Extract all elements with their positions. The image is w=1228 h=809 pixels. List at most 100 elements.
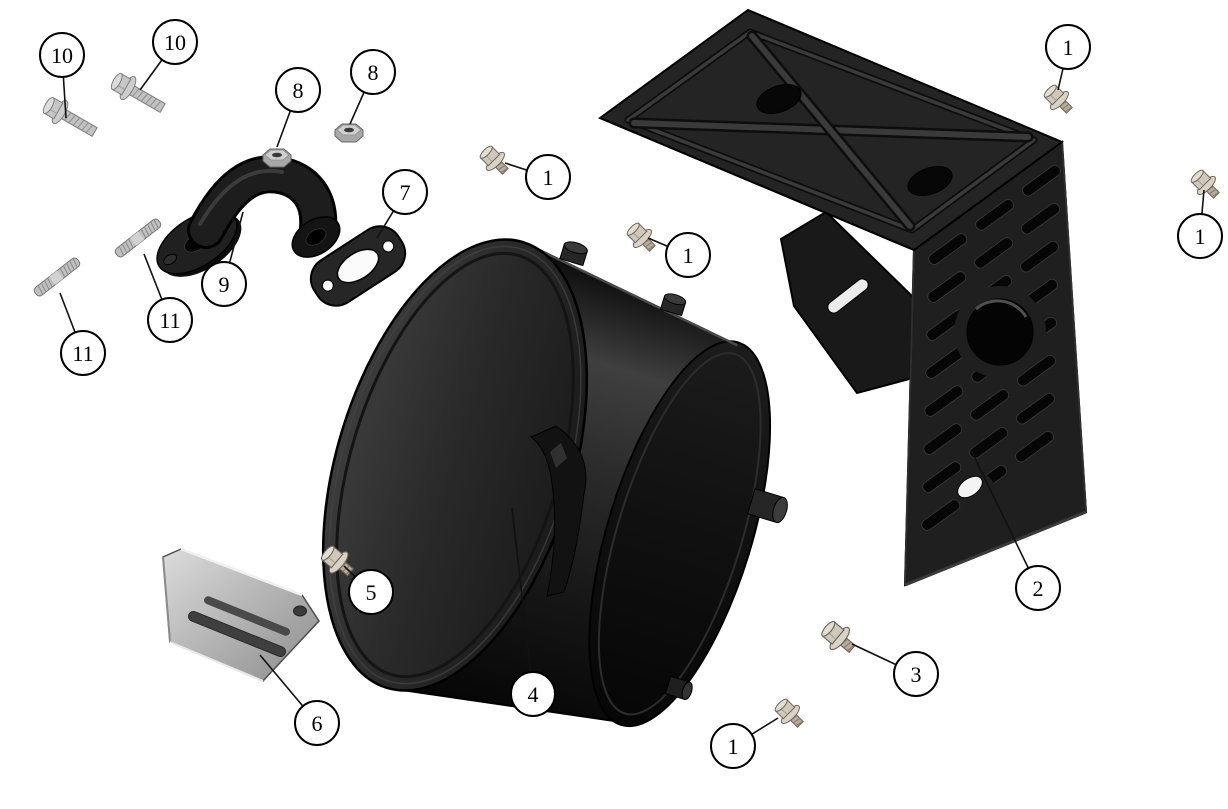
cover-vent-slot xyxy=(927,271,967,303)
callout-bubble xyxy=(525,154,571,200)
gasket-bolt-hole xyxy=(321,279,334,292)
bracket-slot xyxy=(188,610,286,658)
callout-leader-line xyxy=(511,507,534,695)
part-muffler-cover xyxy=(597,8,1088,587)
callout-1: 1 xyxy=(504,154,571,200)
callout-10: 10 xyxy=(39,32,85,119)
cover-top-hole xyxy=(756,83,802,115)
part-mounting-bracket xyxy=(162,547,320,682)
part-exhaust-pipe xyxy=(156,155,341,277)
flange-bolt-1 xyxy=(622,218,662,258)
gasket-bolt-hole xyxy=(382,240,395,253)
callout-bubble xyxy=(152,19,198,65)
callout-1: 1 xyxy=(1177,189,1223,259)
stud-11 xyxy=(32,255,82,299)
cover-round-hole xyxy=(966,298,1034,366)
cover-vent-slot xyxy=(924,385,964,417)
callout-number: 4 xyxy=(528,682,539,707)
flange-bolt-1 xyxy=(1186,165,1226,205)
callout-3: 3 xyxy=(851,643,939,697)
callout-5: 5 xyxy=(343,565,394,615)
callout-bubble xyxy=(294,700,340,746)
callout-number: 6 xyxy=(312,711,323,736)
hex-bolt-10 xyxy=(38,91,102,144)
cover-top-hole xyxy=(907,165,953,197)
callout-11: 11 xyxy=(143,253,193,343)
callout-1: 1 xyxy=(647,232,711,278)
callout-number: 10 xyxy=(51,43,73,68)
callout-number: 7 xyxy=(400,180,411,205)
cover-vent-slot xyxy=(970,389,1010,421)
cover-vent-slot xyxy=(922,461,962,493)
callout-2: 2 xyxy=(971,451,1061,611)
callout-bubble xyxy=(1177,213,1223,259)
callout-number: 1 xyxy=(1063,35,1074,60)
cover-vent-slot xyxy=(974,237,1014,269)
part-gasket xyxy=(309,225,407,307)
flange-bolt-1 xyxy=(770,694,810,734)
callout-bubble xyxy=(893,651,939,697)
cover-arm-slot xyxy=(827,278,869,314)
callout-number: 5 xyxy=(366,580,377,605)
callout-bubble xyxy=(1015,565,1061,611)
callout-bubble xyxy=(382,169,428,215)
callout-number: 1 xyxy=(543,165,554,190)
hex-bolt-10 xyxy=(106,67,170,120)
callout-number: 1 xyxy=(1195,224,1206,249)
callout-leader-line xyxy=(971,451,1039,589)
callout-7: 7 xyxy=(376,169,428,239)
muffler-strap-hole xyxy=(550,443,567,468)
callout-8: 8 xyxy=(275,67,321,148)
cover-vent-slot xyxy=(975,199,1015,231)
callout-8: 8 xyxy=(349,49,396,125)
callout-number: 11 xyxy=(159,308,180,333)
callout-bubble xyxy=(60,330,106,376)
callout-bubble xyxy=(1045,24,1091,70)
callout-bubble xyxy=(147,297,193,343)
muffler-inlet-port xyxy=(559,241,588,267)
bracket-hole xyxy=(293,605,307,617)
pipe-highlight xyxy=(198,168,284,226)
callout-number: 3 xyxy=(911,662,922,687)
muffler-outlet-port xyxy=(746,488,788,524)
flange-bolt-3 xyxy=(816,615,862,660)
cover-vent-slot xyxy=(921,499,961,531)
callout-bubble xyxy=(39,32,85,78)
hex-nut-8 xyxy=(334,123,364,143)
callout-bubble xyxy=(510,671,556,717)
callout-bubble xyxy=(710,723,756,769)
callout-number: 11 xyxy=(72,341,93,366)
bracket-slot xyxy=(204,596,290,636)
cover-vent-slot xyxy=(923,423,963,455)
cover-vent-slot xyxy=(1022,164,1062,197)
hex-nut-8 xyxy=(262,148,292,168)
callout-11: 11 xyxy=(59,292,106,376)
muffler-drain-nub xyxy=(664,675,693,700)
callout-10: 10 xyxy=(139,19,198,91)
callout-number: 9 xyxy=(219,272,230,297)
cover-hole-highlight xyxy=(975,299,1028,318)
pipe-outlet-hole xyxy=(305,228,327,246)
callout-number: 8 xyxy=(293,78,304,103)
callout-bubble xyxy=(350,49,396,95)
cover-vent-slot xyxy=(1017,354,1057,387)
callout-number: 1 xyxy=(683,243,694,268)
callout-bubble xyxy=(201,261,247,307)
cover-vent-slot xyxy=(1021,202,1061,235)
pipe-flange-bolt-hole xyxy=(163,253,178,266)
callout-bubble xyxy=(275,67,321,113)
callout-9: 9 xyxy=(201,211,247,307)
callout-bubble xyxy=(665,232,711,278)
cover-vent-slot xyxy=(1020,240,1060,273)
callout-1: 1 xyxy=(1045,24,1091,91)
gasket-center-hole xyxy=(336,248,380,284)
callout-1: 1 xyxy=(710,717,779,769)
cover-oval-hole xyxy=(957,475,983,499)
cover-vent-slot xyxy=(1016,392,1056,425)
callout-number: 10 xyxy=(164,30,186,55)
cover-vent-slot xyxy=(928,233,968,265)
muffler-inlet-port xyxy=(659,293,687,317)
